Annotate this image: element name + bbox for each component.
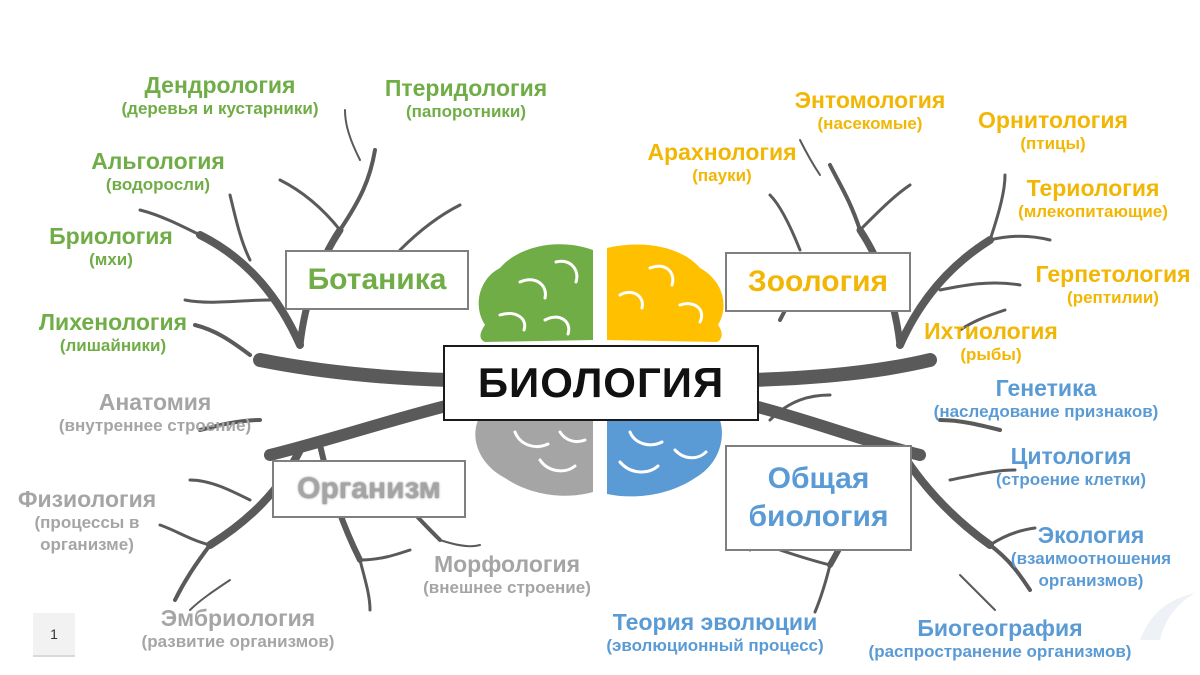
- topic-subtitle: (распространение организмов): [868, 642, 1132, 661]
- label-ornithology: Орнитология (птицы): [978, 107, 1128, 155]
- topic-title: Теория эволюции: [612, 609, 818, 635]
- topic-title: Физиология: [17, 486, 157, 512]
- topic-title: Дендрология: [144, 72, 296, 98]
- topic-subtitle: (эволюционный процесс): [606, 636, 824, 655]
- label-arachnology: Арахнология (пауки): [647, 139, 796, 187]
- topic-title: Лихенология: [38, 309, 188, 335]
- topic-subtitle: (насекомые): [817, 114, 923, 133]
- general-biology-box-label: Общая: [767, 462, 870, 495]
- topic-title: Орнитология: [978, 107, 1128, 133]
- topic-title: Анатомия: [98, 389, 212, 415]
- label-ecology: Экология (взаимоотношения организмов): [1011, 522, 1171, 592]
- page-title: БИОЛОГИЯ: [477, 359, 725, 406]
- topic-title: Генетика: [995, 375, 1097, 401]
- slide-number: 1: [33, 613, 75, 657]
- topic-subtitle: (развитие организмов): [141, 632, 335, 651]
- topic-title: Териология: [1026, 175, 1160, 201]
- topic-subtitle: (строение клетки): [995, 470, 1147, 489]
- label-biogeography: Биогеография (распространение организмов…: [869, 615, 1132, 663]
- organism-box: Организм: [272, 460, 466, 518]
- label-cytology: Цитология (строение клетки): [996, 443, 1146, 491]
- topic-subtitle: (деревья и кустарники): [121, 99, 319, 118]
- topic-title: Бриология: [49, 223, 173, 249]
- topic-subtitle: (мхи): [89, 250, 133, 269]
- topic-subtitle: (папоротники): [405, 102, 527, 121]
- topic-subtitle: (внешнее строение): [423, 578, 591, 597]
- central-title-box: БИОЛОГИЯ: [443, 345, 759, 421]
- topic-title: Ихтиология: [924, 318, 1058, 344]
- general-biology-box-label: биология: [748, 500, 889, 533]
- brain-icon: [475, 244, 724, 497]
- general-biology-box: Общая биология: [725, 445, 912, 551]
- topic-title: Альгология: [91, 148, 225, 174]
- topic-title: Энтомология: [794, 87, 946, 113]
- topic-title: Эмбриология: [160, 605, 316, 631]
- label-pteridology: Птеридология (папоротники): [385, 75, 547, 123]
- label-dendrology: Дендрология (деревья и кустарники): [122, 72, 319, 120]
- topic-subtitle: (рыбы): [960, 345, 1022, 364]
- label-morphology: Морфология (внешнее строение): [423, 551, 591, 599]
- label-herpetology: Герпетология (рептилии): [1035, 261, 1190, 309]
- topic-title: Цитология: [1010, 443, 1132, 469]
- topic-subtitle: (водоросли): [105, 175, 211, 194]
- watermark-icon: [1140, 593, 1195, 640]
- topic-title: Арахнология: [647, 139, 797, 165]
- label-genetics: Генетика (наследование признаков): [934, 375, 1159, 423]
- topic-subtitle: организмов): [1038, 571, 1144, 590]
- label-evolution-theory: Теория эволюции (эволюционный процесс): [606, 609, 823, 657]
- topic-subtitle: (лишайники): [59, 336, 167, 355]
- botany-box: Ботаника: [285, 250, 469, 310]
- topic-title: Птеридология: [384, 75, 548, 101]
- label-lichenology: Лихенология (лишайники): [39, 309, 187, 357]
- label-algology: Альгология (водоросли): [91, 148, 225, 196]
- label-theriology: Териология (млекопитающие): [1018, 175, 1168, 223]
- topic-subtitle: организме): [40, 535, 134, 554]
- label-anatomy: Анатомия (внутреннее строение): [59, 389, 251, 437]
- topic-subtitle: (взаимоотношения: [1010, 549, 1172, 568]
- topic-subtitle: (внутреннее строение): [58, 416, 252, 435]
- label-physiology: Физиология (процессы в организме): [18, 486, 156, 556]
- topic-subtitle: (млекопитающие): [1018, 202, 1168, 221]
- topic-subtitle: (птицы): [1020, 134, 1086, 153]
- label-bryology: Бриология (мхи): [49, 223, 173, 271]
- topic-subtitle: (процессы в: [34, 513, 140, 532]
- zoology-box: Зоология: [725, 252, 911, 312]
- topic-subtitle: (наследование признаков): [933, 402, 1159, 421]
- botany-box-label: Ботаника: [307, 263, 447, 296]
- zoology-box-label: Зоология: [747, 265, 889, 298]
- topic-title: Герпетология: [1035, 261, 1191, 287]
- label-ichthyology: Ихтиология (рыбы): [924, 318, 1058, 366]
- topic-title: Морфология: [433, 551, 581, 577]
- topic-subtitle: (пауки): [692, 166, 752, 185]
- topic-title: Экология: [1037, 522, 1145, 548]
- topic-title: Биогеография: [917, 615, 1083, 641]
- label-embryology: Эмбриология (развитие организмов): [142, 605, 335, 653]
- label-entomology: Энтомология (насекомые): [795, 87, 946, 135]
- organism-box-label: Организм: [297, 472, 441, 505]
- topic-subtitle: (рептилии): [1067, 288, 1159, 307]
